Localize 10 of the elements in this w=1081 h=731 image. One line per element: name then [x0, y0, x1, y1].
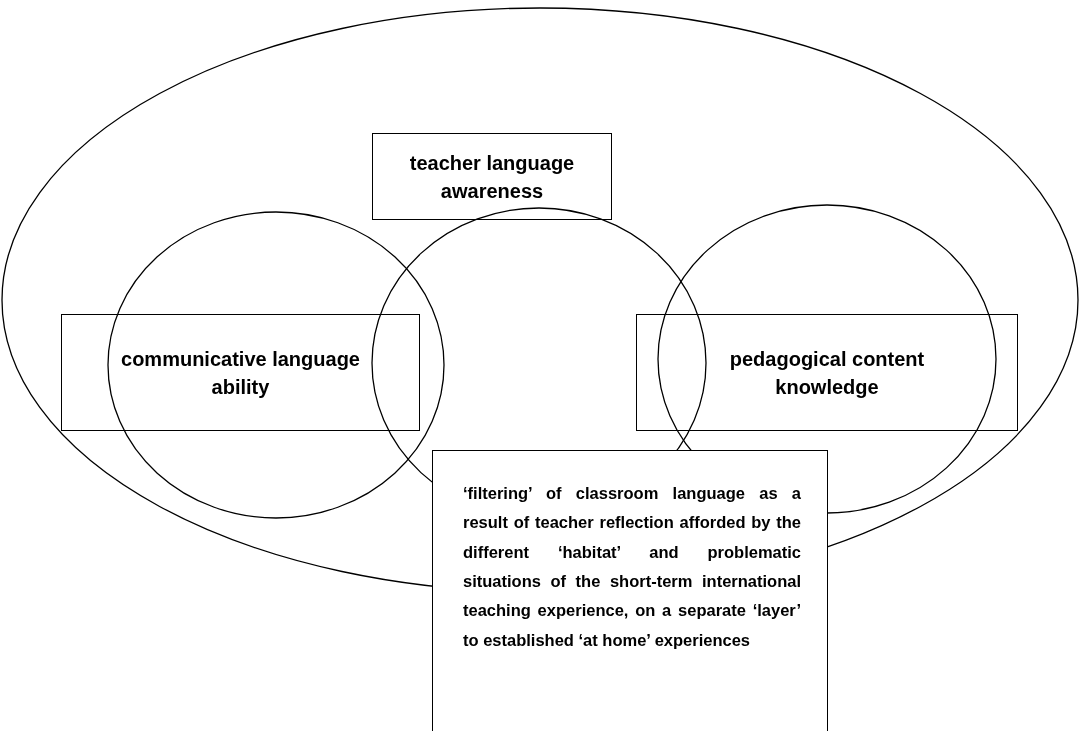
text-box [61, 314, 420, 431]
text-box [372, 133, 612, 220]
text-box [636, 314, 1018, 431]
text-box [432, 450, 828, 731]
concept-label: pedagogical content knowledge [728, 346, 926, 400]
description-text: ‘filtering’ of classroom language as a result of teacher reflection afforded by the different ‘habitat’ and problematic situations of the short-term international teaching experience, on a separate ‘layer’ to established ‘at home’ experiences [463, 483, 801, 651]
concept-label: communicative language ability [120, 346, 361, 400]
concept-label: teacher language awareness [408, 150, 576, 204]
ellipse-outline [108, 212, 444, 518]
ellipse-outline [658, 205, 996, 513]
